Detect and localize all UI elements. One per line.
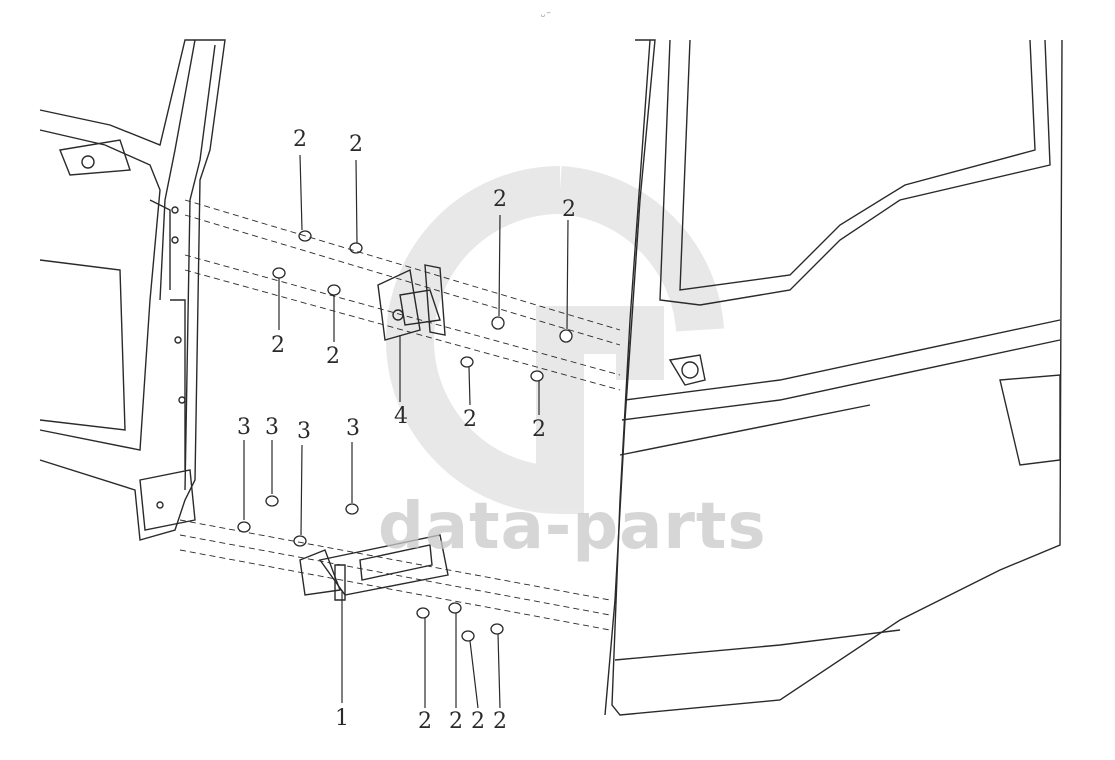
callout-label: 2 — [562, 197, 576, 222]
door-panel — [604, 39, 1063, 716]
callout-label: 2 — [293, 127, 307, 152]
callout-label: 2 — [326, 344, 340, 369]
callout-label: 2 — [349, 132, 363, 157]
callout-label: 1 — [335, 706, 349, 731]
callout-label: 3 — [265, 415, 279, 440]
callout-label: 2 — [532, 417, 546, 442]
callout-label: 4 — [394, 404, 408, 429]
upper-hinge — [377, 264, 446, 341]
lower-hinge — [299, 534, 449, 601]
callout-label: 2 — [271, 333, 285, 358]
watermark-logo — [386, 166, 724, 515]
callout-label: 2 — [449, 709, 463, 734]
callout-label: 2 — [471, 709, 485, 734]
leader-lines — [243, 154, 569, 709]
header-mark: ␣ ─ — [541, 10, 551, 17]
alignment-lines — [179, 199, 621, 631]
callout-label: 2 — [463, 407, 477, 432]
watermark-text: data-parts — [378, 490, 767, 564]
callout-label: 2 — [418, 709, 432, 734]
callout-label: 3 — [297, 419, 311, 444]
cab-frame — [39, 39, 226, 541]
callout-label: 3 — [237, 415, 251, 440]
callout-label: 2 — [493, 187, 507, 212]
callout-label: 3 — [346, 416, 360, 441]
callout-label: 2 — [493, 709, 507, 734]
